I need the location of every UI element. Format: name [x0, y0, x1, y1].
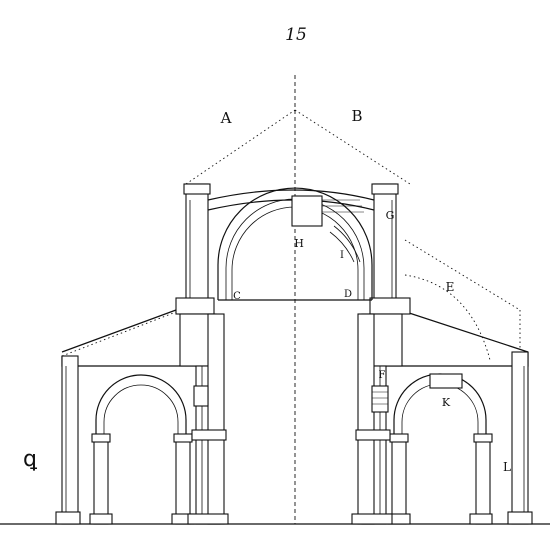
- label-B: B: [351, 107, 362, 125]
- label-H: H: [294, 237, 304, 250]
- label-L: L: [503, 460, 511, 474]
- nave-roof: [185, 109, 521, 361]
- label-D: D: [344, 289, 352, 300]
- label-A: A: [220, 109, 232, 127]
- left-aisle-arch: [89, 374, 195, 525]
- left-cornice: [183, 183, 211, 195]
- label-I: I: [340, 250, 344, 261]
- side-mark: ꝗ: [23, 447, 38, 472]
- label-C: C: [233, 291, 241, 302]
- left-outer-wall: [55, 355, 81, 525]
- right-central-pier: [351, 313, 393, 525]
- left-central-pier: [187, 313, 229, 525]
- right-outer-wall: [507, 351, 533, 525]
- label-G: G: [386, 209, 395, 222]
- right-cornice: [371, 183, 399, 195]
- nave-vault: [207, 187, 375, 301]
- label-F: F: [379, 370, 386, 381]
- figure-number: 15: [285, 25, 307, 45]
- label-K: K: [442, 396, 451, 409]
- right-aisle-arch: [387, 373, 493, 525]
- label-E: E: [446, 280, 455, 294]
- right-clerestory-wall: [361, 183, 411, 367]
